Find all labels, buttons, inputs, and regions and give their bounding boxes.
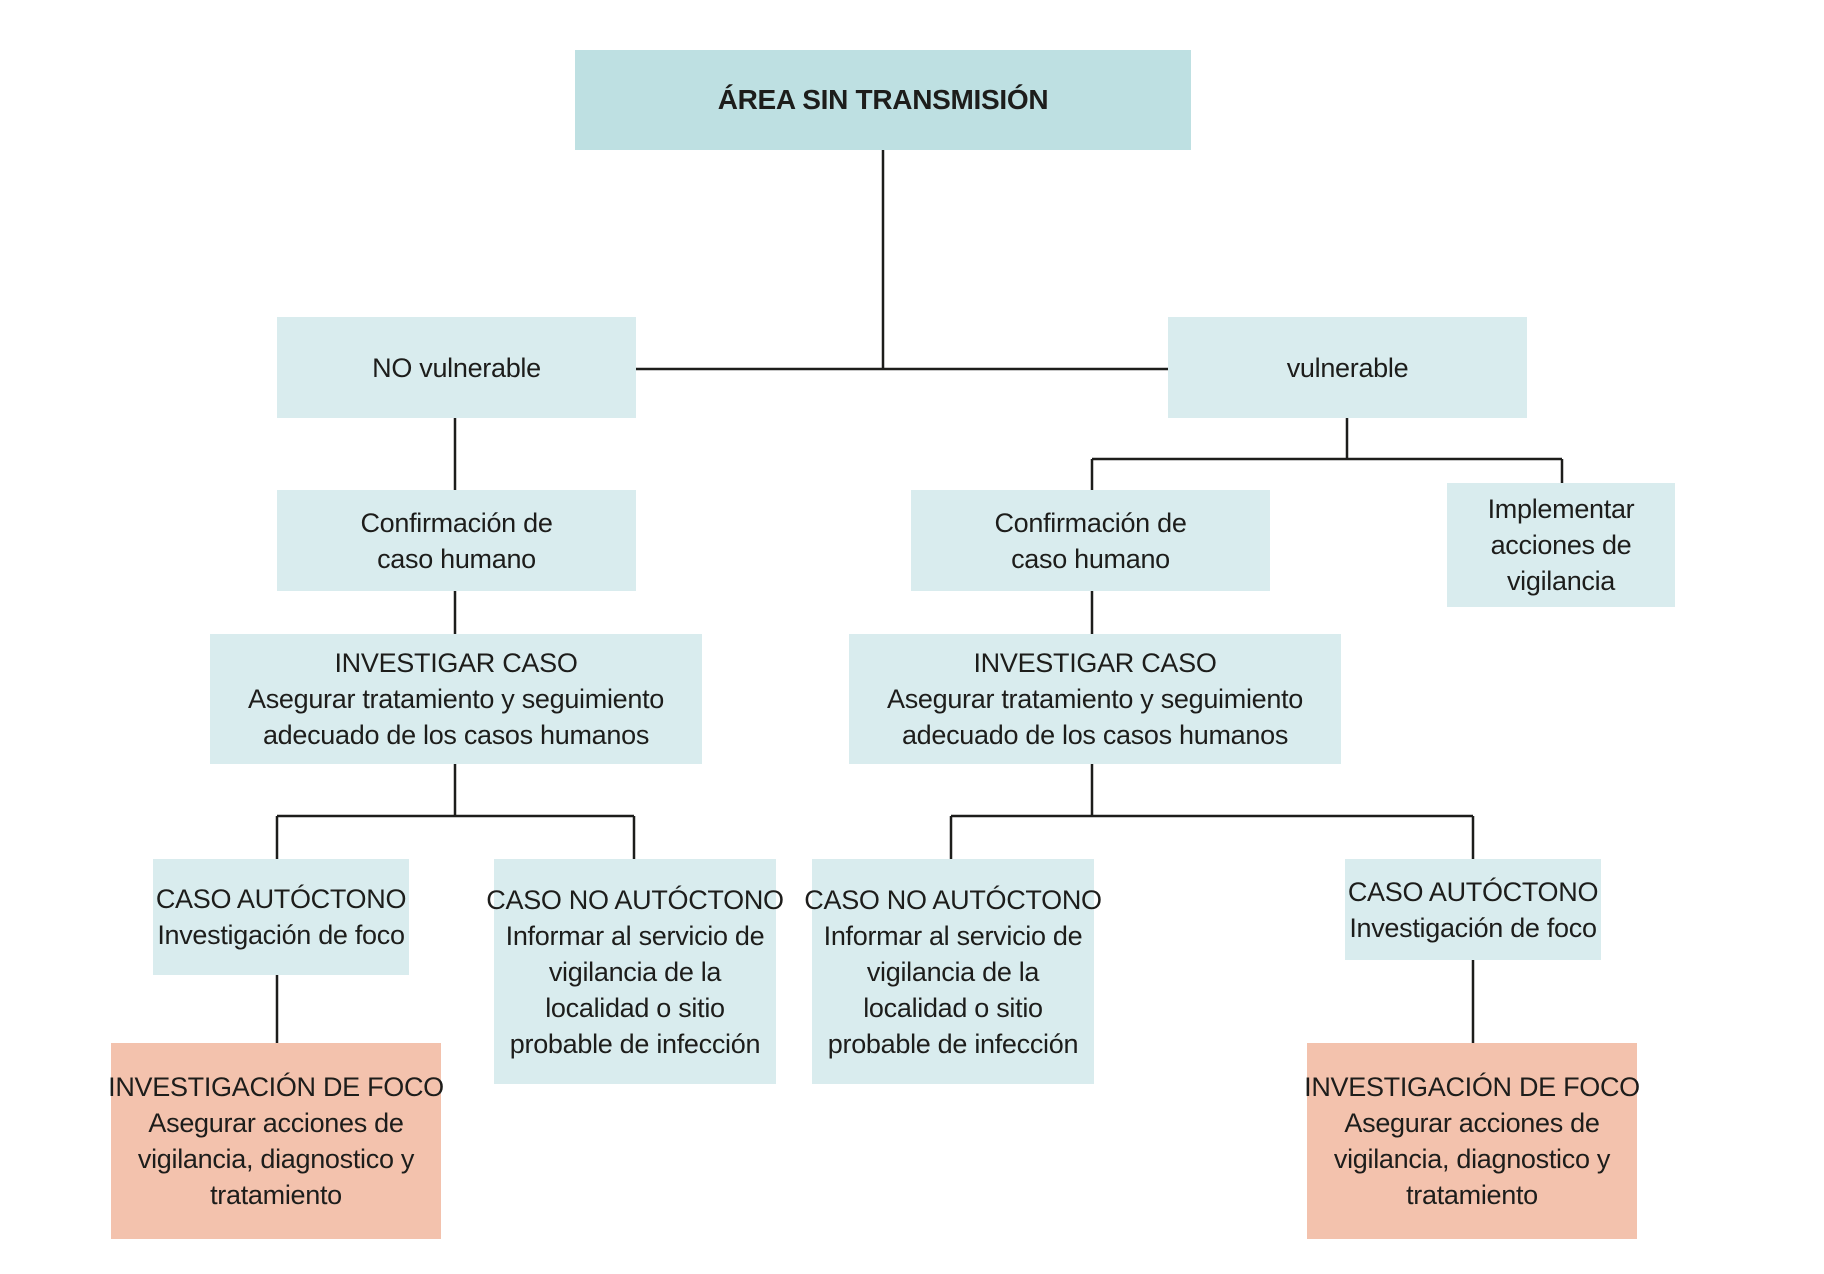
node-area-sin-transmision-label: ÁREA SIN TRANSMISIÓN	[717, 84, 1049, 115]
node-left-confirmacion: Confirmación de caso humano	[277, 490, 636, 591]
node-area-sin-transmision: ÁREA SIN TRANSMISIÓN	[575, 50, 1191, 150]
node-left-investigacion-de-foco: INVESTIGACIÓN DE FOCO Asegurar acciones …	[108, 1043, 444, 1239]
node-right-caso-no-autoctono: CASO NO AUTÓCTONO Informar al servicio d…	[804, 859, 1102, 1084]
node-vulnerable: vulnerable	[1168, 317, 1527, 418]
node-right-caso-autoctono: CASO AUTÓCTONO Investigación de foco	[1345, 859, 1601, 960]
node-no-vulnerable-label: NO vulnerable	[372, 352, 541, 383]
node-left-caso-autoctono: CASO AUTÓCTONO Investigación de foco	[153, 859, 409, 975]
node-right-investigacion-de-foco: INVESTIGACIÓN DE FOCO Asegurar acciones …	[1304, 1043, 1640, 1239]
node-implementar-acciones-de-vigilancia: Implementar acciones de vigilancia	[1447, 483, 1675, 607]
node-left-investigar-caso: INVESTIGAR CASO Asegurar tratamiento y s…	[210, 634, 702, 764]
node-right-confirmacion: Confirmación de caso humano	[911, 490, 1270, 591]
node-left-caso-no-autoctono: CASO NO AUTÓCTONO Informar al servicio d…	[486, 859, 784, 1084]
node-no-vulnerable: NO vulnerable	[277, 317, 636, 418]
node-vulnerable-label: vulnerable	[1286, 352, 1409, 383]
node-right-investigar-caso: INVESTIGAR CASO Asegurar tratamiento y s…	[849, 634, 1341, 764]
